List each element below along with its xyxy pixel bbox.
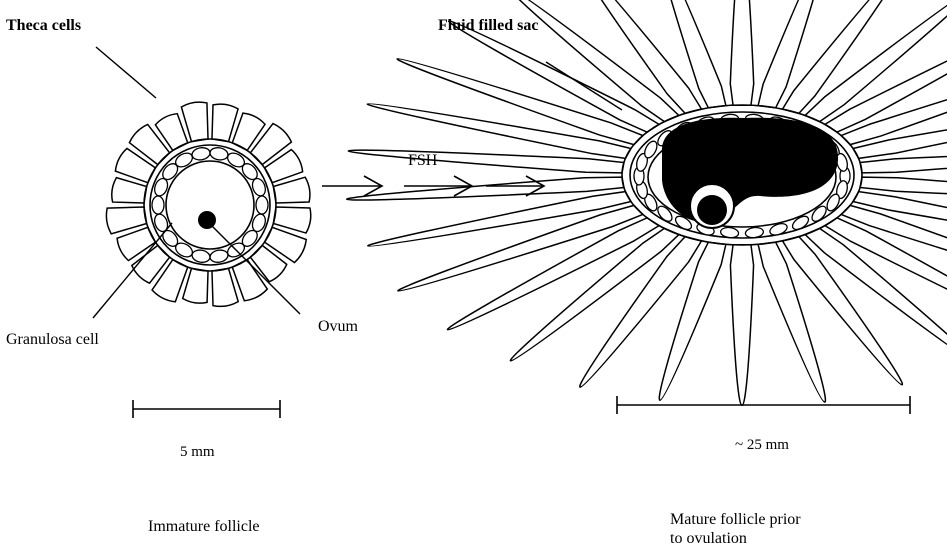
mature-ovum — [697, 195, 727, 225]
theca-cell — [782, 0, 902, 113]
immature-granulosa-cell-layer — [152, 146, 268, 263]
theca-cell — [659, 242, 726, 400]
fluid-filled-sac — [662, 118, 838, 223]
theca-cell — [347, 177, 624, 200]
theca-cells-pointer — [96, 47, 156, 98]
theca-cell — [730, 0, 753, 105]
theca-cell — [853, 192, 947, 247]
theca-cell — [660, 0, 726, 108]
immature-ovum — [198, 211, 216, 229]
arrows — [322, 176, 544, 196]
theca-cell — [398, 205, 643, 291]
theca-cell — [510, 228, 679, 360]
theca-cell — [112, 178, 147, 203]
arrow-1 — [322, 176, 382, 196]
theca-cell — [348, 150, 624, 173]
theca-cell — [250, 245, 286, 281]
theca-cell — [730, 245, 753, 406]
theca-cell — [860, 177, 947, 200]
label-theca-cells: Theca cells — [6, 17, 81, 34]
immature-granulosa-outer-ring — [150, 145, 270, 265]
caption-mature-line-2: to ovulation — [670, 530, 747, 547]
label-ovum: Ovum — [318, 318, 359, 335]
mature-follicle — [347, 0, 947, 405]
label-scale-small: 5 mm — [180, 444, 215, 460]
label-scale-large: ~ 25 mm — [735, 437, 789, 453]
granulosa-cell — [152, 196, 164, 214]
arrow-2-fsh — [404, 176, 472, 196]
scale-bar-small — [133, 400, 280, 418]
scale-bars — [133, 396, 910, 418]
scale-bar-large — [617, 396, 910, 414]
theca-cell — [825, 218, 947, 330]
granulosa-cell — [209, 146, 229, 161]
theca-cell — [367, 104, 631, 159]
theca-cell — [397, 59, 643, 145]
granulosa-cell — [191, 249, 211, 264]
immature-theca-cell-layer — [106, 102, 310, 306]
theca-cell — [580, 0, 702, 113]
theca-cell — [758, 0, 825, 108]
immature-antrum-boundary — [166, 161, 254, 249]
theca-cell — [758, 242, 825, 402]
theca-cell — [183, 268, 208, 303]
theca-cell — [860, 150, 947, 173]
granulosa-cell — [256, 196, 268, 214]
theca-cell — [853, 103, 947, 158]
granulosa-cell — [655, 204, 674, 224]
label-fsh: FSH — [408, 152, 438, 169]
theca-cell — [825, 21, 947, 133]
caption-mature-line-1: Mature follicle prior — [670, 511, 801, 528]
theca-cell — [805, 0, 947, 122]
granulosa-cell — [191, 146, 211, 161]
granulosa-cell — [809, 204, 828, 224]
theca-cell — [368, 192, 631, 247]
immature-follicle — [106, 102, 310, 306]
granulosa-cell — [209, 249, 229, 264]
label-granulosa-cell: Granulosa cell — [6, 331, 99, 348]
caption-immature-follicle: Immature follicle — [148, 518, 260, 535]
label-fluid-filled-sac: Fluid filled sac — [438, 17, 538, 34]
theca-cell — [152, 260, 188, 302]
arrow-3 — [486, 176, 544, 196]
